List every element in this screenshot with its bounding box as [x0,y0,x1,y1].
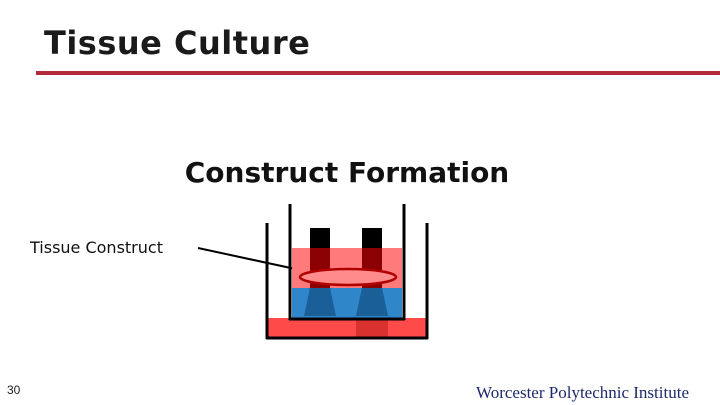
page-number: 30 [7,383,21,397]
title-rule [36,71,720,75]
right-post-lower [356,288,388,316]
well-base-center-shade [356,318,388,338]
tissue-construct [298,267,398,287]
well-base [268,318,426,338]
slide-title: Tissue Culture [44,24,311,62]
footer-institution: Worcester Polytechnic Institute [476,383,689,402]
right-post-top [362,228,382,248]
left-post-lower [304,288,336,316]
callout-leader-line [197,247,301,271]
diagram-heading: Construct Formation [184,156,510,189]
left-post-top [310,228,330,248]
tissue-construct-label: Tissue Construct [30,238,163,257]
